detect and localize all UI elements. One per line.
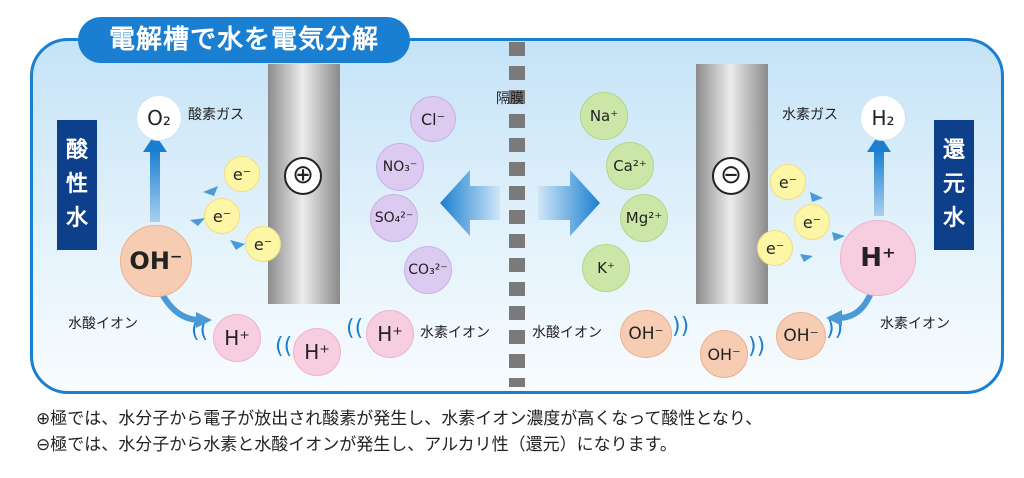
acid-water-label: 酸性水	[57, 120, 97, 250]
hydrogen-gas-label: 水素ガス	[782, 107, 838, 123]
cation-potassium: K⁺	[582, 244, 630, 292]
electron: e⁻	[794, 204, 830, 240]
hydroxide-curve-arrowhead	[196, 312, 212, 328]
side-label-char: 性	[65, 172, 88, 197]
hydrogen-ion-label-left: 水素イオン	[420, 325, 490, 341]
anion-sulfate: SO₄²⁻	[370, 194, 418, 242]
reduced-water-label: 還元水	[934, 120, 974, 250]
side-label-char: 酸	[65, 138, 88, 163]
ion-wave-icon: ((	[191, 318, 209, 343]
electron-arrows-left	[190, 186, 245, 250]
hydroxide-ion: OH⁻	[776, 312, 826, 360]
hydrogen-ion-label-right: 水素イオン	[880, 316, 950, 332]
hydrogen-ion: H⁺	[293, 328, 341, 376]
membrane-divider	[509, 42, 525, 387]
plus-pole-icon: ⊕	[284, 157, 322, 195]
cation-sodium: Na⁺	[580, 92, 628, 140]
side-label-char: 水	[65, 206, 88, 231]
note-line-2: ⊖極では、水分子から水素と水酸イオンが発生し、アルカリ性（還元）になります。	[36, 435, 677, 455]
cation-calcium: Ca²⁺	[606, 142, 654, 190]
hydroxide-ion-label-left: 水酸イオン	[68, 316, 138, 332]
hydroxide-ion: OH⁻	[620, 310, 672, 358]
membrane-label: 隔膜	[496, 91, 524, 107]
electron: e⁻	[770, 164, 806, 200]
oxygen-molecule: O₂	[136, 95, 182, 141]
side-label-char: 水	[942, 206, 965, 231]
oxygen-gas-label: 酸素ガス	[188, 107, 244, 123]
electron: e⁻	[204, 198, 240, 234]
anion-carbonate: CO₃²⁻	[404, 246, 452, 294]
cation-migration-arrow	[538, 170, 600, 236]
oxygen-up-arrow	[143, 134, 167, 222]
hydrogen-ion: H⁺	[213, 314, 261, 362]
electron: e⁻	[245, 226, 281, 262]
electron: e⁻	[224, 156, 260, 192]
hydroxide-ion-large: OH⁻	[120, 225, 192, 297]
cation-magnesium: Mg²⁺	[620, 194, 668, 242]
hydrogen-up-arrow	[867, 134, 891, 216]
electron: e⁻	[757, 230, 793, 266]
ion-wave-icon: ((	[346, 316, 364, 341]
note-line-1: ⊕極では、水分子から電子が放出され酸素が発生し、水素イオン濃度が高くなって酸性と…	[36, 409, 763, 429]
side-label-char: 元	[942, 172, 965, 197]
hydrogen-ion-large: H⁺	[840, 220, 916, 296]
electron-arrows-right	[800, 192, 845, 262]
hydroxide-ion-label-right: 水酸イオン	[532, 325, 602, 341]
ion-wave-icon: ((	[275, 334, 293, 359]
anion-migration-arrow	[440, 170, 500, 236]
hydrogen-ion: H⁺	[366, 310, 414, 358]
side-label-char: 還	[942, 138, 965, 163]
hydrogen-molecule: H₂	[860, 95, 906, 141]
minus-pole-icon: ⊖	[712, 157, 750, 195]
anion-chloride: Cl⁻	[410, 96, 456, 142]
hydroxide-ion: OH⁻	[700, 330, 748, 378]
anion-nitrate: NO₃⁻	[376, 143, 424, 191]
ion-wave-icon: ))	[748, 334, 766, 359]
diagram-title: 電解槽で水を電気分解	[108, 25, 379, 55]
title-tab	[78, 17, 410, 63]
hydrogen-curve-arrowhead	[826, 310, 842, 326]
ion-wave-icon: ))	[672, 314, 690, 339]
